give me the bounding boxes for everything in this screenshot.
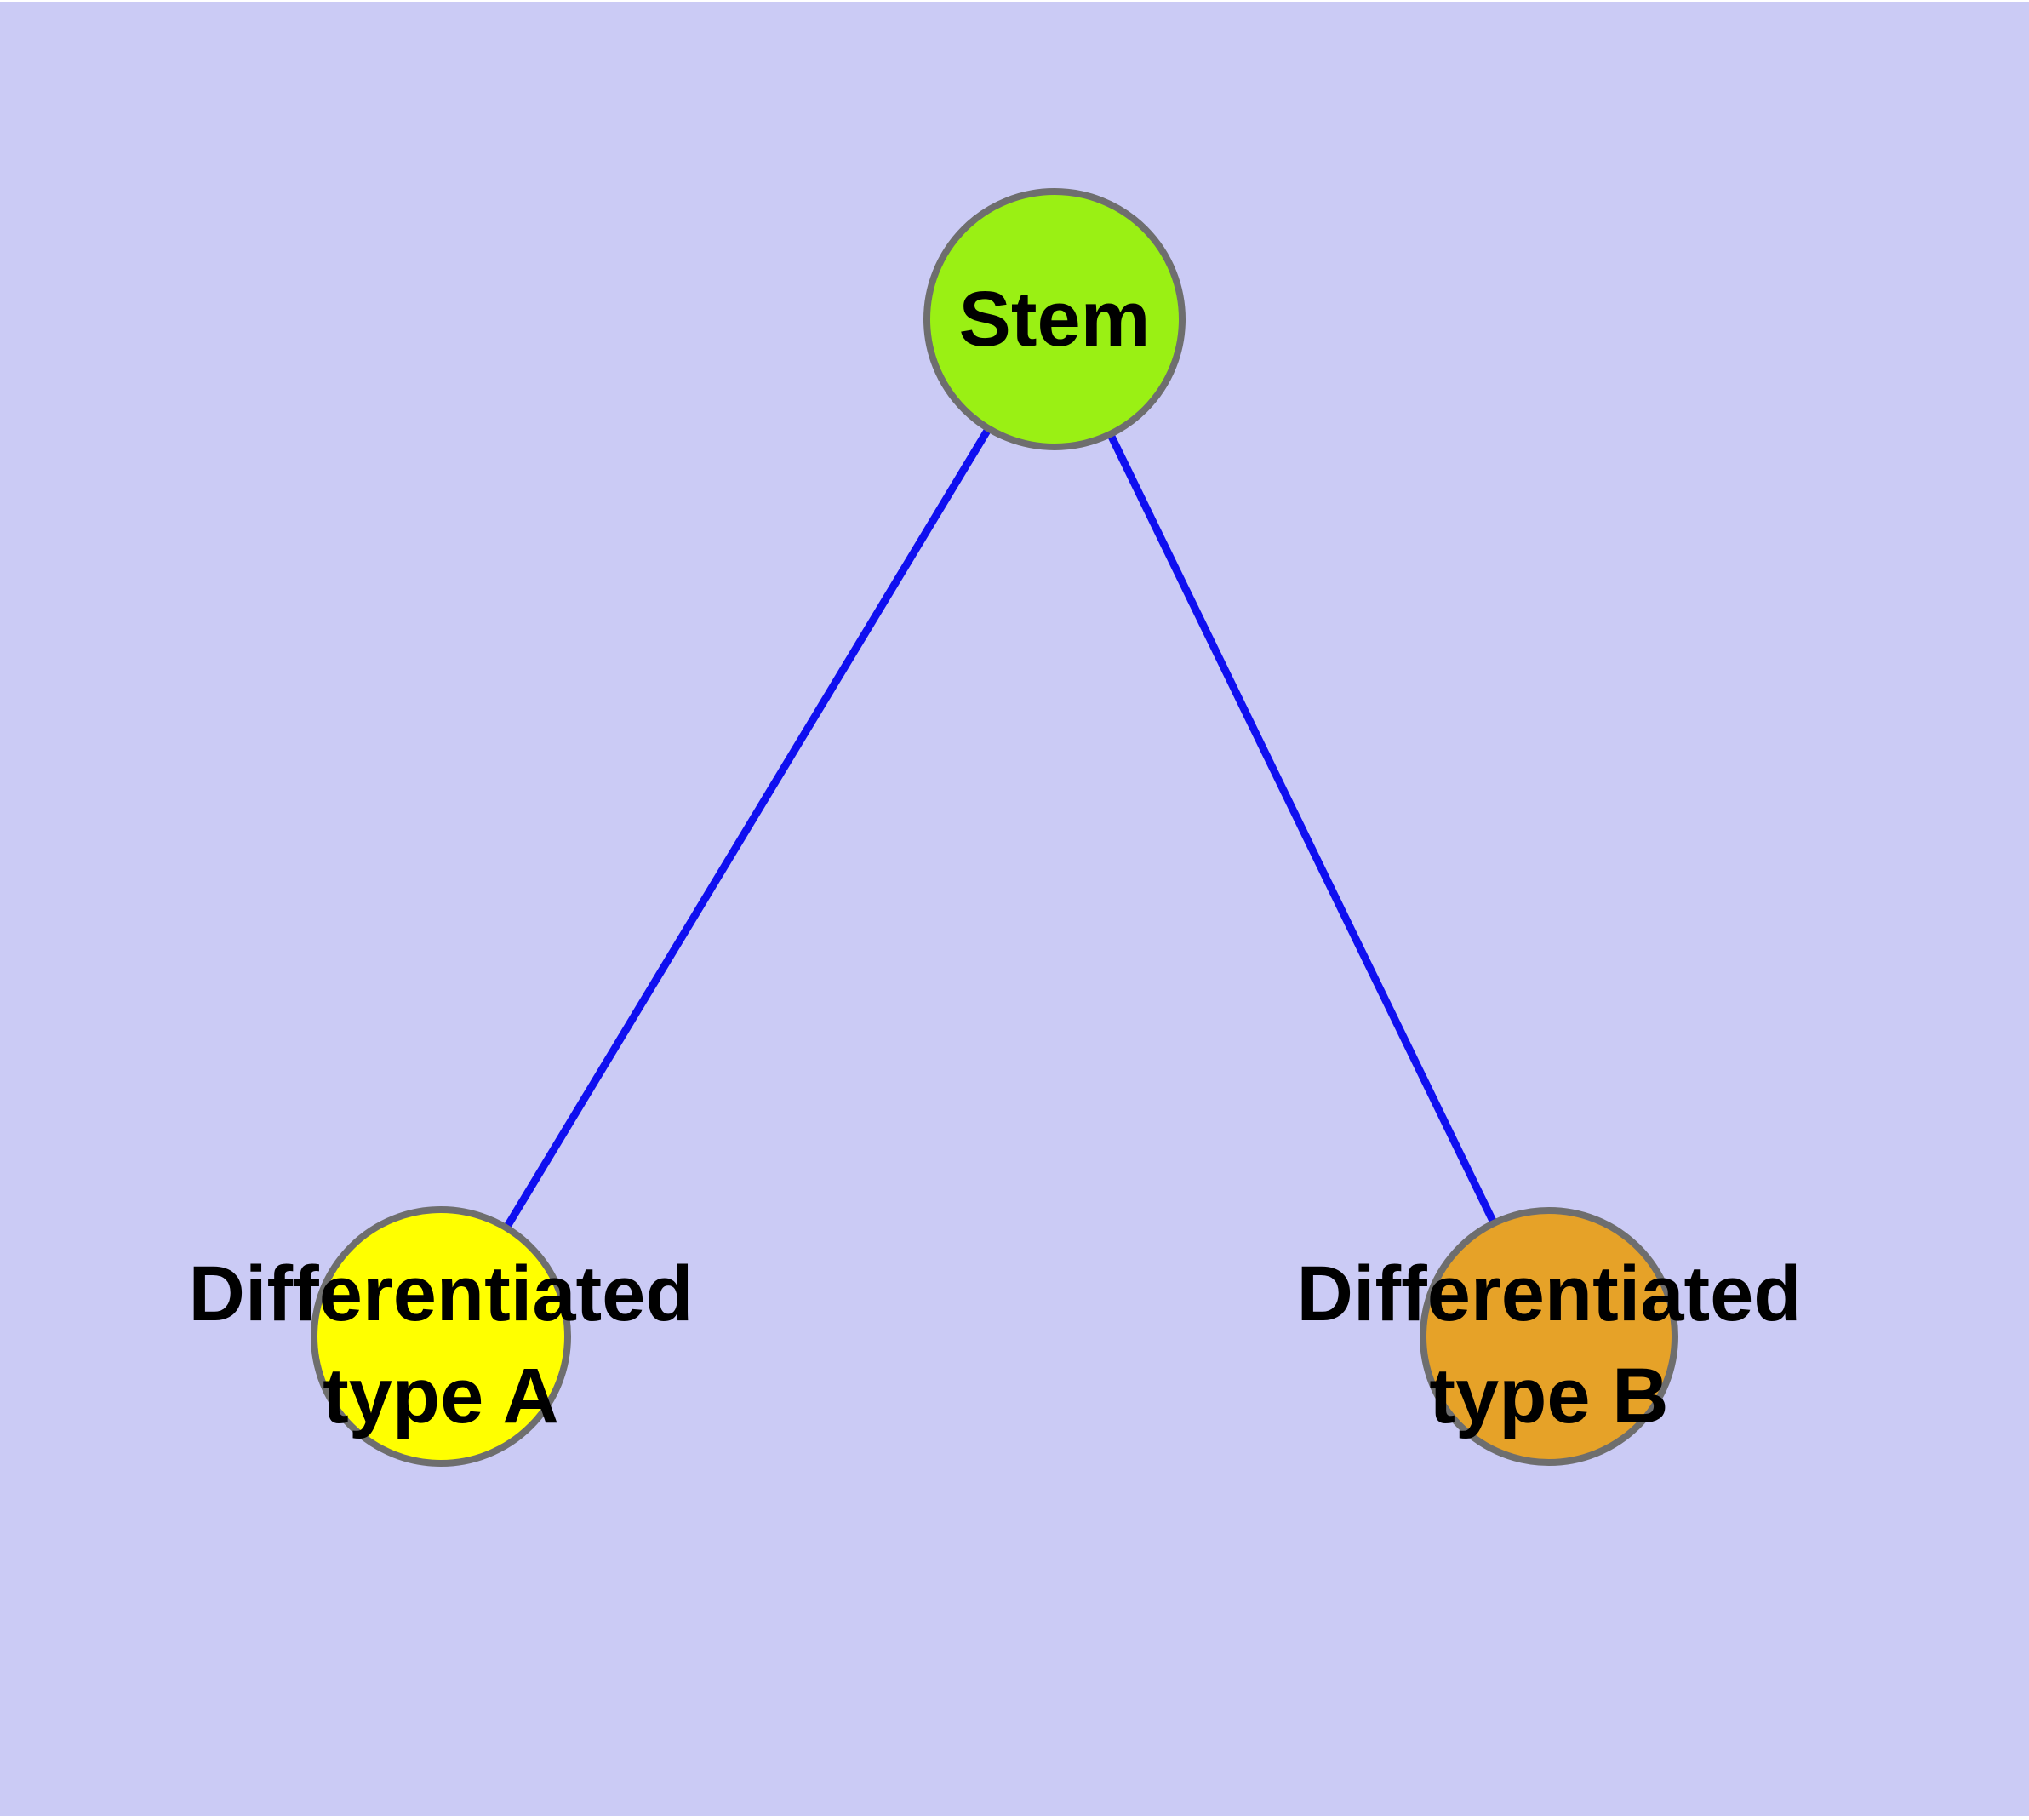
node-stem-circle	[923, 188, 1186, 450]
node-type-a-label-line1: Differentiated	[189, 1251, 694, 1337]
node-type-b-label-line1: Differentiated	[1297, 1251, 1802, 1337]
edge-stem-to-type-b	[1050, 318, 1553, 1338]
node-type-b-label-line2: type B	[1429, 1353, 1668, 1439]
node-type-a-label-line2: type A	[323, 1353, 559, 1439]
edge-stem-to-type-a	[437, 317, 1058, 1339]
node-stem: Stem	[923, 188, 1186, 450]
node-stem-label: Stem	[959, 276, 1151, 363]
node-type-b-circle	[1420, 1207, 1678, 1466]
node-differentiated-type-b: Differentiated type B	[1297, 1207, 1802, 1466]
node-type-a-circle	[311, 1206, 571, 1467]
node-differentiated-type-a: Differentiated type A	[189, 1206, 694, 1467]
